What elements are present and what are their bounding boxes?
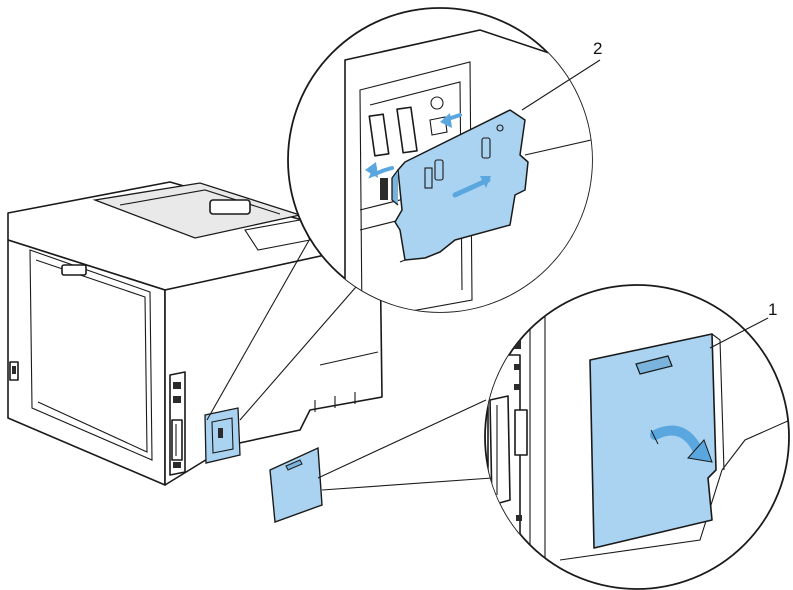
printer-rear-illustration (7, 181, 383, 486)
callout-1: 1 (709, 300, 777, 349)
connector-port (489, 395, 511, 506)
board-plate (391, 109, 529, 263)
callout-2-label: 2 (593, 39, 602, 58)
callout-2: 2 (521, 39, 602, 111)
cover-closeup (589, 333, 725, 549)
callout-1-label: 1 (768, 300, 777, 319)
leader-lines (206, 234, 493, 491)
insert-arrow (365, 113, 491, 198)
handle-top (209, 199, 251, 215)
parallel-port (171, 419, 183, 461)
magnifier-top (287, 7, 593, 313)
door-latch (61, 264, 87, 276)
rotate-arrow (650, 425, 713, 463)
board-slot (204, 407, 241, 464)
interface-cover (269, 446, 323, 523)
